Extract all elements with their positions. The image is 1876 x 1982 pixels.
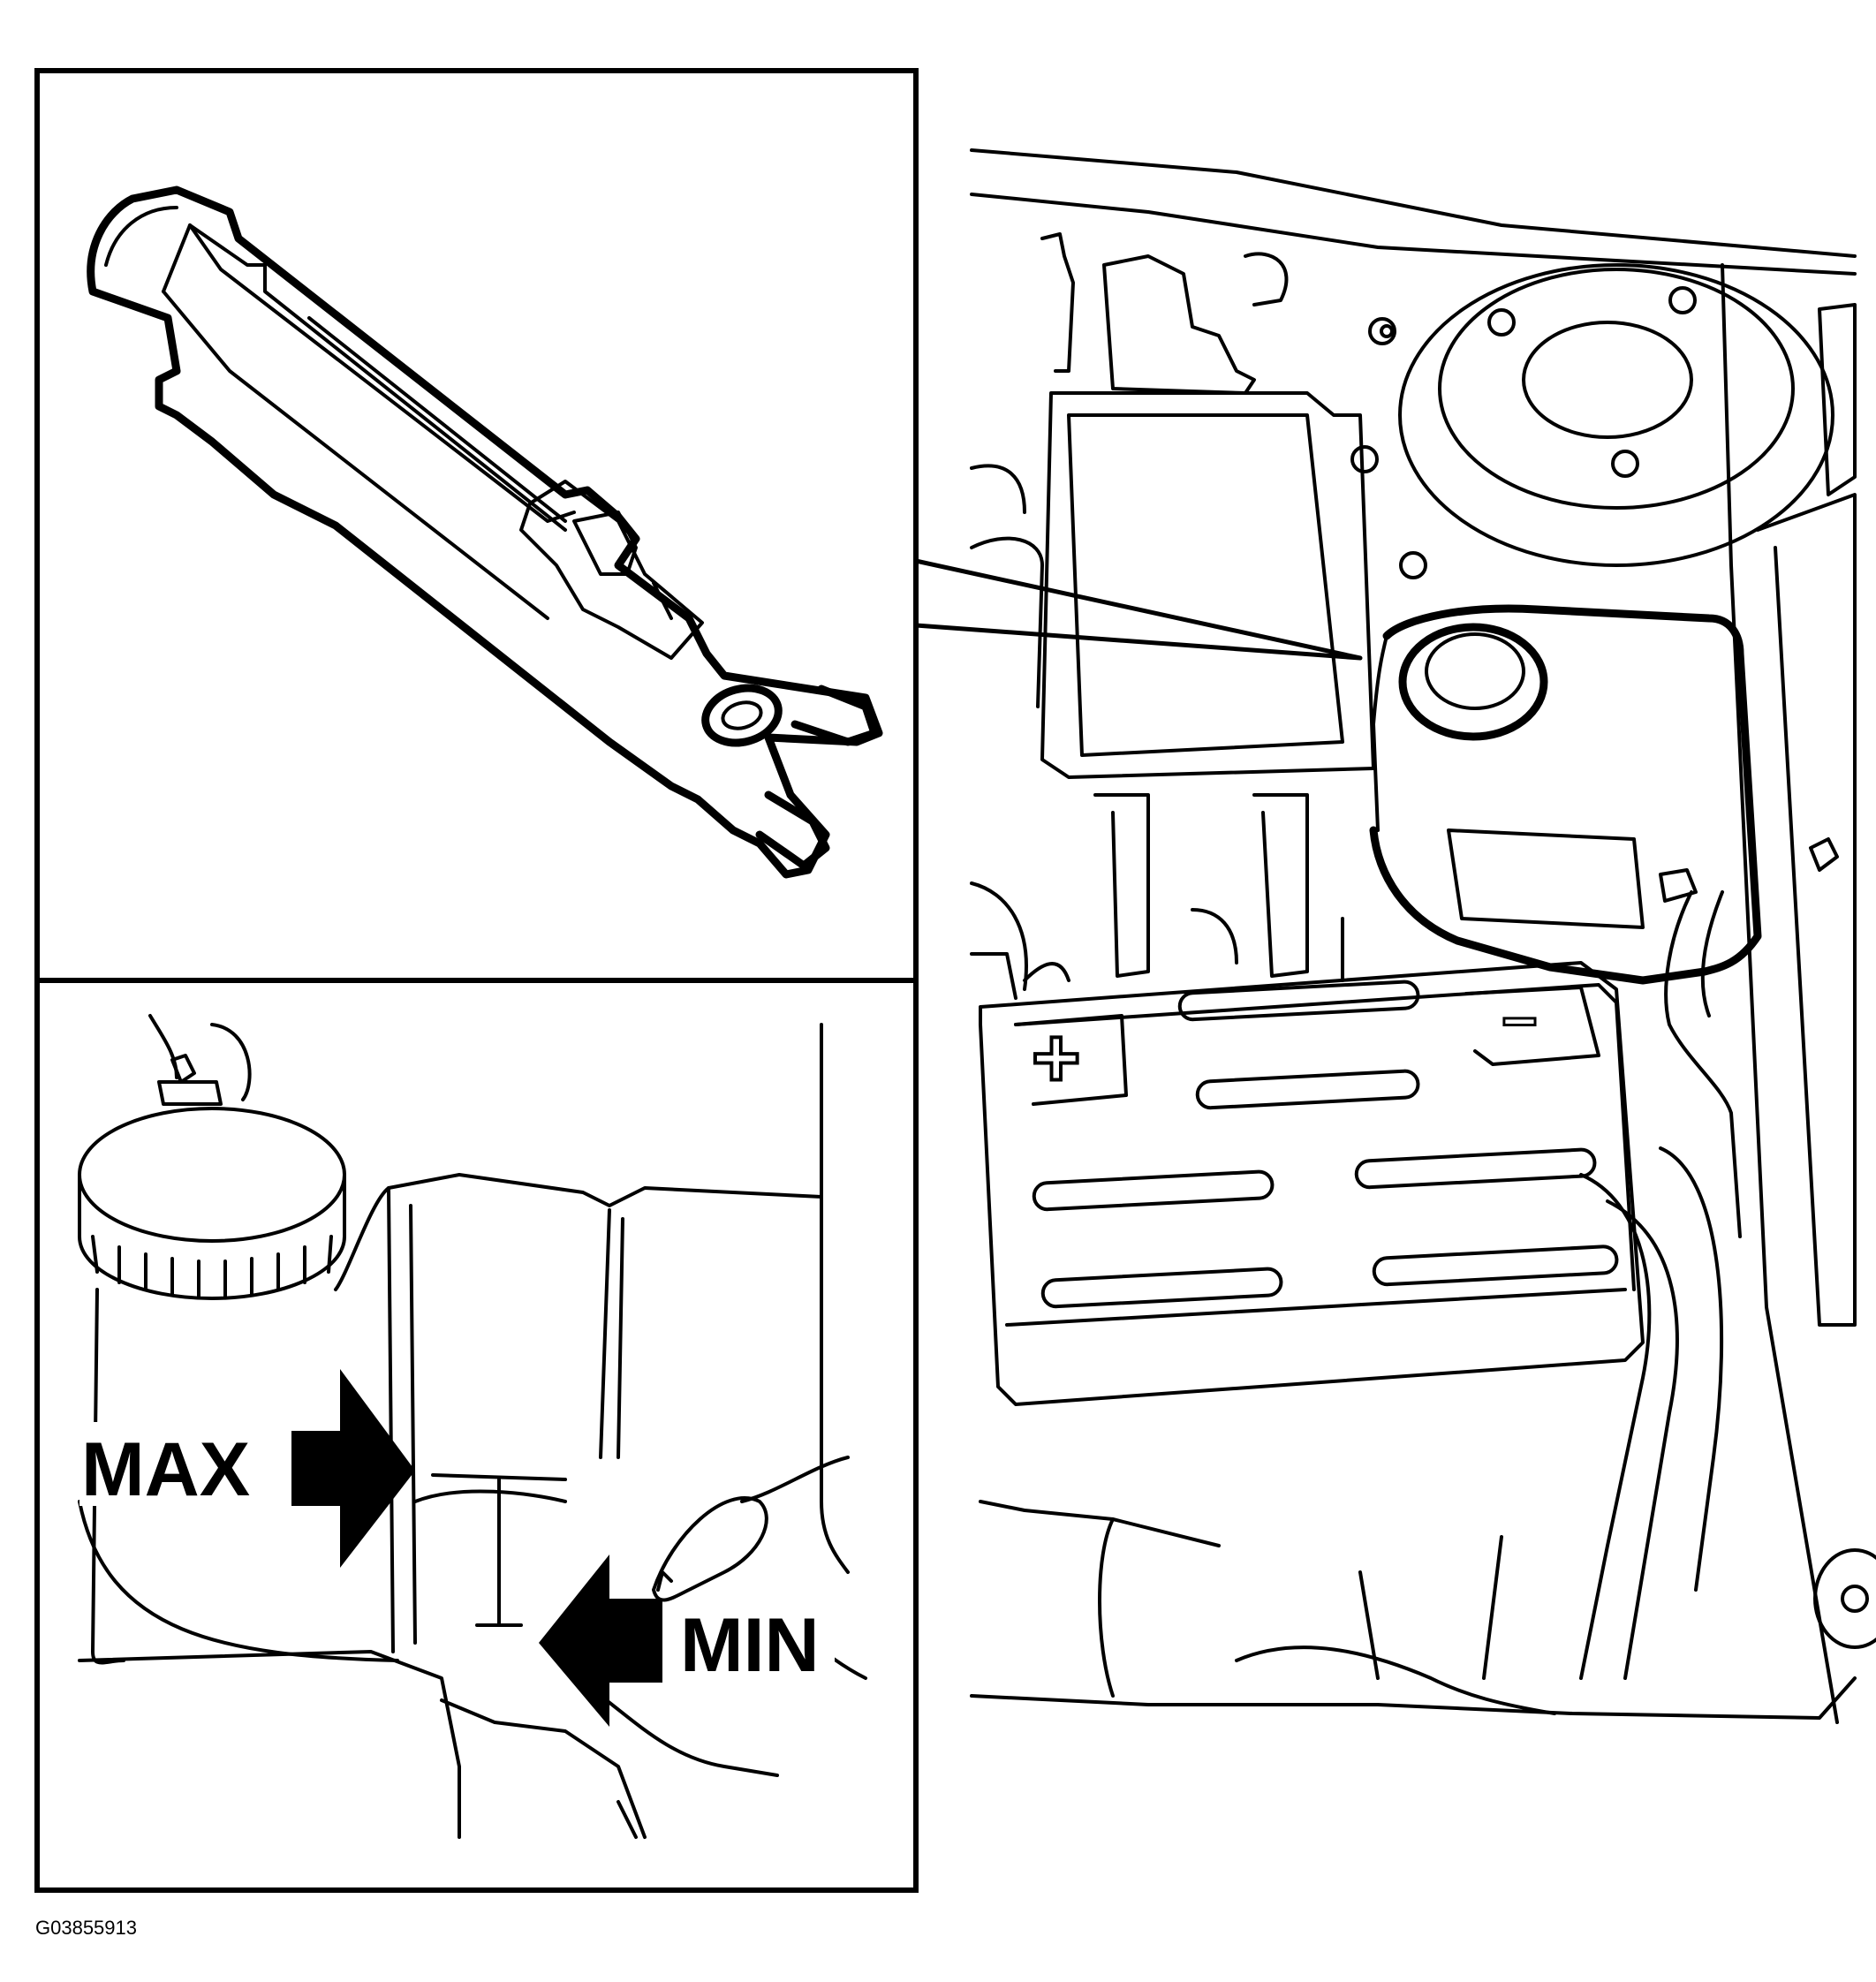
figure-id: G03855913	[35, 1917, 137, 1939]
battery-minus-label: −	[1502, 987, 1538, 1055]
inset-reservoir-frame	[34, 978, 919, 1893]
max-label: MAX	[81, 1427, 250, 1512]
min-label: MIN	[680, 1603, 820, 1688]
reservoir-closeup-illustration: MAX MIN	[78, 1014, 867, 1839]
max-arrow	[291, 1369, 415, 1568]
callout-pointer	[913, 558, 1363, 661]
level-sensor-illustration	[87, 185, 883, 879]
battery-plus-label: +	[1032, 1011, 1080, 1105]
engine-bay-illustration: + −	[970, 148, 1876, 1724]
min-arrow	[539, 1555, 662, 1727]
